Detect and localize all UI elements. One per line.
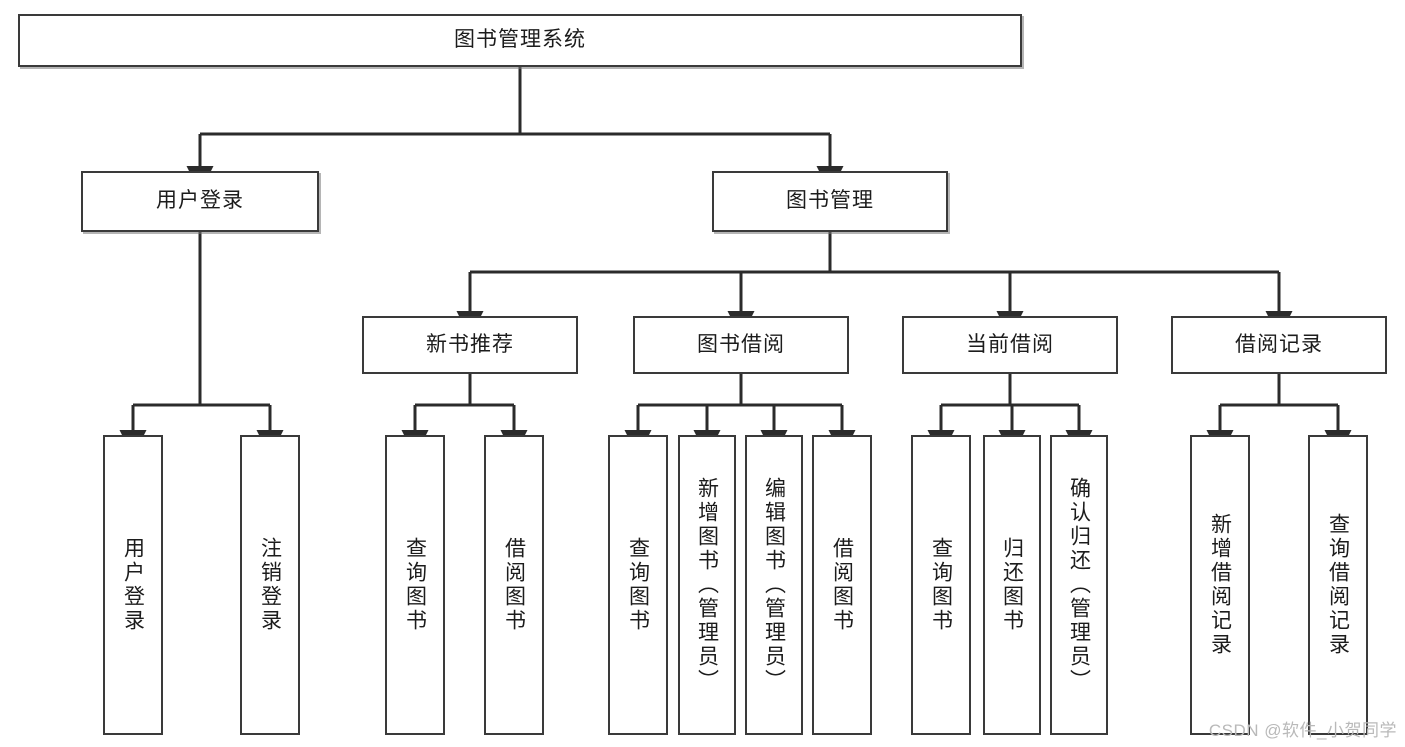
- node-leaf-query-book[interactable]: 查询图书: [608, 435, 668, 735]
- node-leaf-query-record[interactable]: 查询借阅记录: [1308, 435, 1368, 735]
- node-current-borrow[interactable]: 当前借阅: [902, 316, 1118, 374]
- node-label: 图书管理系统: [454, 28, 586, 52]
- node-label: 查询图书: [929, 537, 953, 633]
- node-label: 新增图书（管理员）: [695, 477, 719, 693]
- node-root[interactable]: 图书管理系统: [18, 14, 1022, 67]
- node-label: 确认归还（管理员）: [1067, 477, 1091, 693]
- node-label: 用户登录: [156, 189, 244, 213]
- node-label: 注销登录: [258, 537, 282, 633]
- node-label: 查询图书: [626, 537, 650, 633]
- node-label: 用户登录: [121, 537, 145, 633]
- node-leaf-confirm-return[interactable]: 确认归还（管理员）: [1050, 435, 1108, 735]
- node-borrow-record[interactable]: 借阅记录: [1171, 316, 1387, 374]
- node-label: 借阅图书: [502, 537, 526, 633]
- node-label: 归还图书: [1000, 537, 1024, 633]
- node-leaf-user-login[interactable]: 用户登录: [103, 435, 163, 735]
- connector-lines: [119, 67, 1352, 457]
- node-label: 新增借阅记录: [1208, 513, 1232, 657]
- node-label: 借阅记录: [1235, 332, 1323, 356]
- node-new-book-rec[interactable]: 新书推荐: [362, 316, 578, 374]
- node-label: 编辑图书（管理员）: [762, 477, 786, 693]
- node-book-manage[interactable]: 图书管理: [712, 171, 948, 232]
- node-book-borrow[interactable]: 图书借阅: [633, 316, 849, 374]
- node-label: 查询图书: [403, 537, 427, 633]
- node-leaf-borrow-book-rec[interactable]: 借阅图书: [484, 435, 544, 735]
- node-leaf-user-logout[interactable]: 注销登录: [240, 435, 300, 735]
- node-label: 图书管理: [786, 189, 874, 213]
- node-label: 查询借阅记录: [1326, 513, 1350, 657]
- node-leaf-return-book[interactable]: 归还图书: [983, 435, 1041, 735]
- node-leaf-borrow-book[interactable]: 借阅图书: [812, 435, 872, 735]
- node-label: 图书借阅: [697, 332, 785, 356]
- node-leaf-query-book-cur[interactable]: 查询图书: [911, 435, 971, 735]
- node-label: 新书推荐: [426, 332, 514, 356]
- node-leaf-edit-book[interactable]: 编辑图书（管理员）: [745, 435, 803, 735]
- node-label: 借阅图书: [830, 537, 854, 633]
- node-user-login[interactable]: 用户登录: [81, 171, 319, 232]
- node-leaf-add-record[interactable]: 新增借阅记录: [1190, 435, 1250, 735]
- node-leaf-query-book-rec[interactable]: 查询图书: [385, 435, 445, 735]
- node-leaf-add-book[interactable]: 新增图书（管理员）: [678, 435, 736, 735]
- node-label: 当前借阅: [966, 332, 1054, 356]
